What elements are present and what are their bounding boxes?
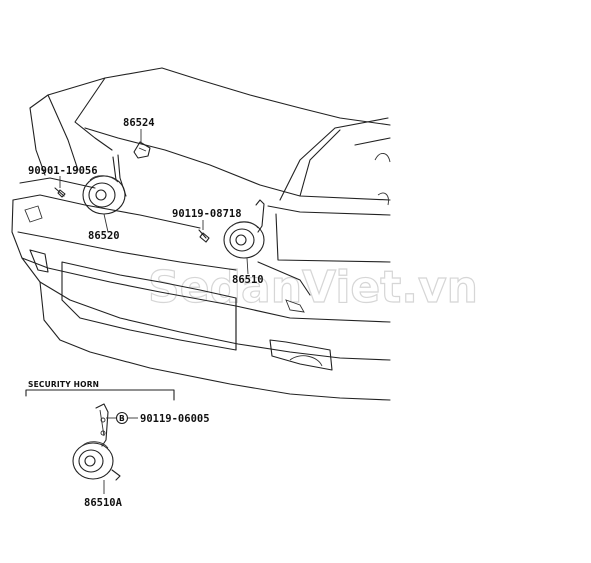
part-label-86510a: 86510A <box>84 497 123 509</box>
bolt-90119-08718-icon <box>198 220 210 243</box>
bolt-90901-icon <box>54 176 66 198</box>
security-horn-section <box>25 389 175 494</box>
part-label-86520: 86520 <box>88 230 120 242</box>
watermark: SedanViet.vn <box>148 262 478 313</box>
section-title-security-horn: SECURITY HORN <box>28 380 99 389</box>
vehicle-front-outline <box>11 67 391 401</box>
part-label-90901-19056: 90901-19056 <box>28 165 98 177</box>
horn-86510-icon <box>223 199 265 275</box>
part-label-90119-06005: 90119-06005 <box>140 413 210 425</box>
callout-letter-b: B <box>119 414 125 423</box>
clip-86524-icon <box>133 129 151 159</box>
part-label-86510: 86510 <box>232 274 264 286</box>
horn-86520-icon <box>82 154 127 233</box>
part-label-86524: 86524 <box>123 117 155 129</box>
part-label-90119-08718: 90119-08718 <box>172 208 242 220</box>
